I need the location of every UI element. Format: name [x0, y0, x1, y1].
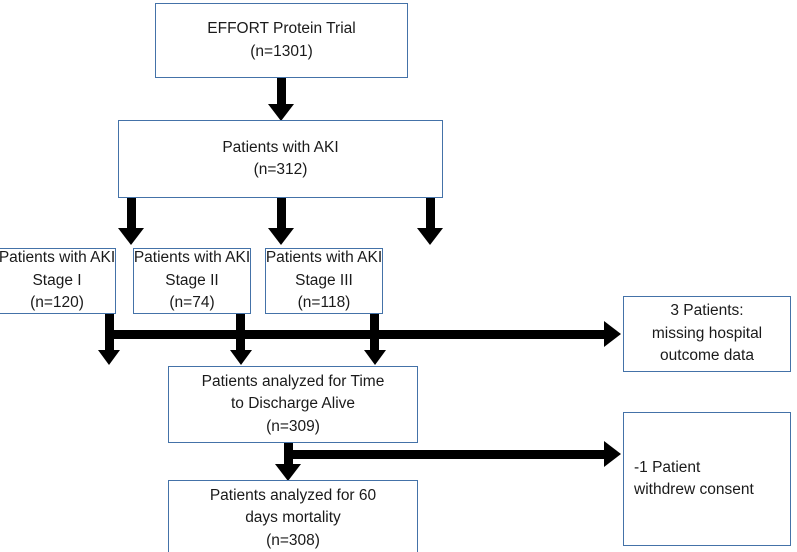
node-stage1-line1: Patients with AKI: [0, 249, 116, 267]
node-discharge-line1: Patients analyzed for Time: [201, 372, 385, 390]
node-stage3-line2: Stage III: [295, 271, 353, 289]
arrowhead-bus-to-missing: [604, 321, 621, 347]
node-aki-stage-2[interactable]: Patients with AKI Stage II (n=74): [133, 248, 251, 314]
node-withdrew-line2: withdrew consent: [634, 481, 754, 498]
arrowhead-discharge-to-withdrew: [604, 441, 621, 467]
connector-effort-to-aki: [277, 78, 286, 107]
node-missing-line2: missing hospital: [651, 324, 763, 342]
node-mortality-line1: Patients analyzed for 60: [209, 486, 377, 504]
node-aki-line1: Patients with AKI: [222, 138, 339, 156]
node-patient-withdrew-consent[interactable]: -1 Patient withdrew consent: [623, 412, 791, 546]
node-stage2-line2: Stage II: [165, 271, 219, 289]
connector-aki-to-stage3: [426, 198, 435, 231]
arrowhead-effort-to-aki: [268, 104, 294, 121]
connector-bus-to-discharge-left: [105, 330, 114, 352]
arrowhead-discharge-to-mortality: [275, 464, 301, 481]
connector-stage1-down: [105, 313, 114, 335]
node-analyzed-time-to-discharge-alive[interactable]: Patients analyzed for Time to Discharge …: [168, 366, 418, 443]
node-stage1-line2: Stage I: [32, 271, 82, 289]
node-missing-line3: outcome data: [660, 347, 754, 365]
node-aki-stage-1[interactable]: Patients with AKI Stage I (n=120): [0, 248, 116, 314]
node-discharge-line3: (n=309): [266, 417, 320, 435]
connector-aki-to-stage2: [277, 198, 286, 231]
connector-stage2-down: [236, 313, 245, 335]
node-discharge-line2: to Discharge Alive: [230, 395, 356, 413]
connector-bus-to-missing: [105, 330, 607, 339]
node-withdrew-line1: -1 Patient: [634, 458, 701, 476]
connector-bus-to-discharge-mid: [236, 330, 245, 352]
arrowhead-aki-to-stage1: [118, 228, 144, 245]
node-aki-stage-3[interactable]: Patients with AKI Stage III (n=118): [265, 248, 383, 314]
arrowhead-bus-to-discharge-right: [364, 350, 386, 365]
node-stage3-line3: (n=118): [297, 294, 351, 312]
node-stage2-line3: (n=74): [169, 294, 215, 312]
connector-aki-to-stage1: [127, 198, 136, 231]
connector-bus-to-discharge-right: [370, 330, 379, 352]
node-stage1-line3: (n=120): [30, 294, 84, 312]
node-analyzed-60-day-mortality[interactable]: Patients analyzed for 60 days mortality …: [168, 480, 418, 552]
arrowhead-aki-to-stage3: [417, 228, 443, 245]
arrowhead-aki-to-stage2: [268, 228, 294, 245]
node-aki-line2: (n=312): [253, 161, 308, 178]
connector-stage3-down: [370, 313, 379, 335]
node-stage2-line1: Patients with AKI: [133, 249, 251, 267]
node-missing-line1: 3 Patients:: [670, 302, 744, 320]
node-stage3-line1: Patients with AKI: [265, 249, 383, 267]
node-patients-with-aki[interactable]: Patients with AKI (n=312): [118, 120, 443, 198]
connector-discharge-to-withdrew: [284, 450, 607, 459]
arrowhead-bus-to-discharge-mid: [230, 350, 252, 365]
node-missing-hospital-outcome-data[interactable]: 3 Patients: missing hospital outcome dat…: [623, 296, 791, 372]
arrowhead-bus-to-discharge-left: [98, 350, 120, 365]
node-mortality-line3: (n=308): [266, 531, 320, 549]
node-effort-line2: (n=1301): [250, 42, 313, 60]
node-effort-protein-trial[interactable]: EFFORT Protein Trial (n=1301): [155, 3, 408, 78]
node-effort-line1: EFFORT Protein Trial: [207, 20, 356, 38]
node-mortality-line2: days mortality: [245, 509, 341, 527]
